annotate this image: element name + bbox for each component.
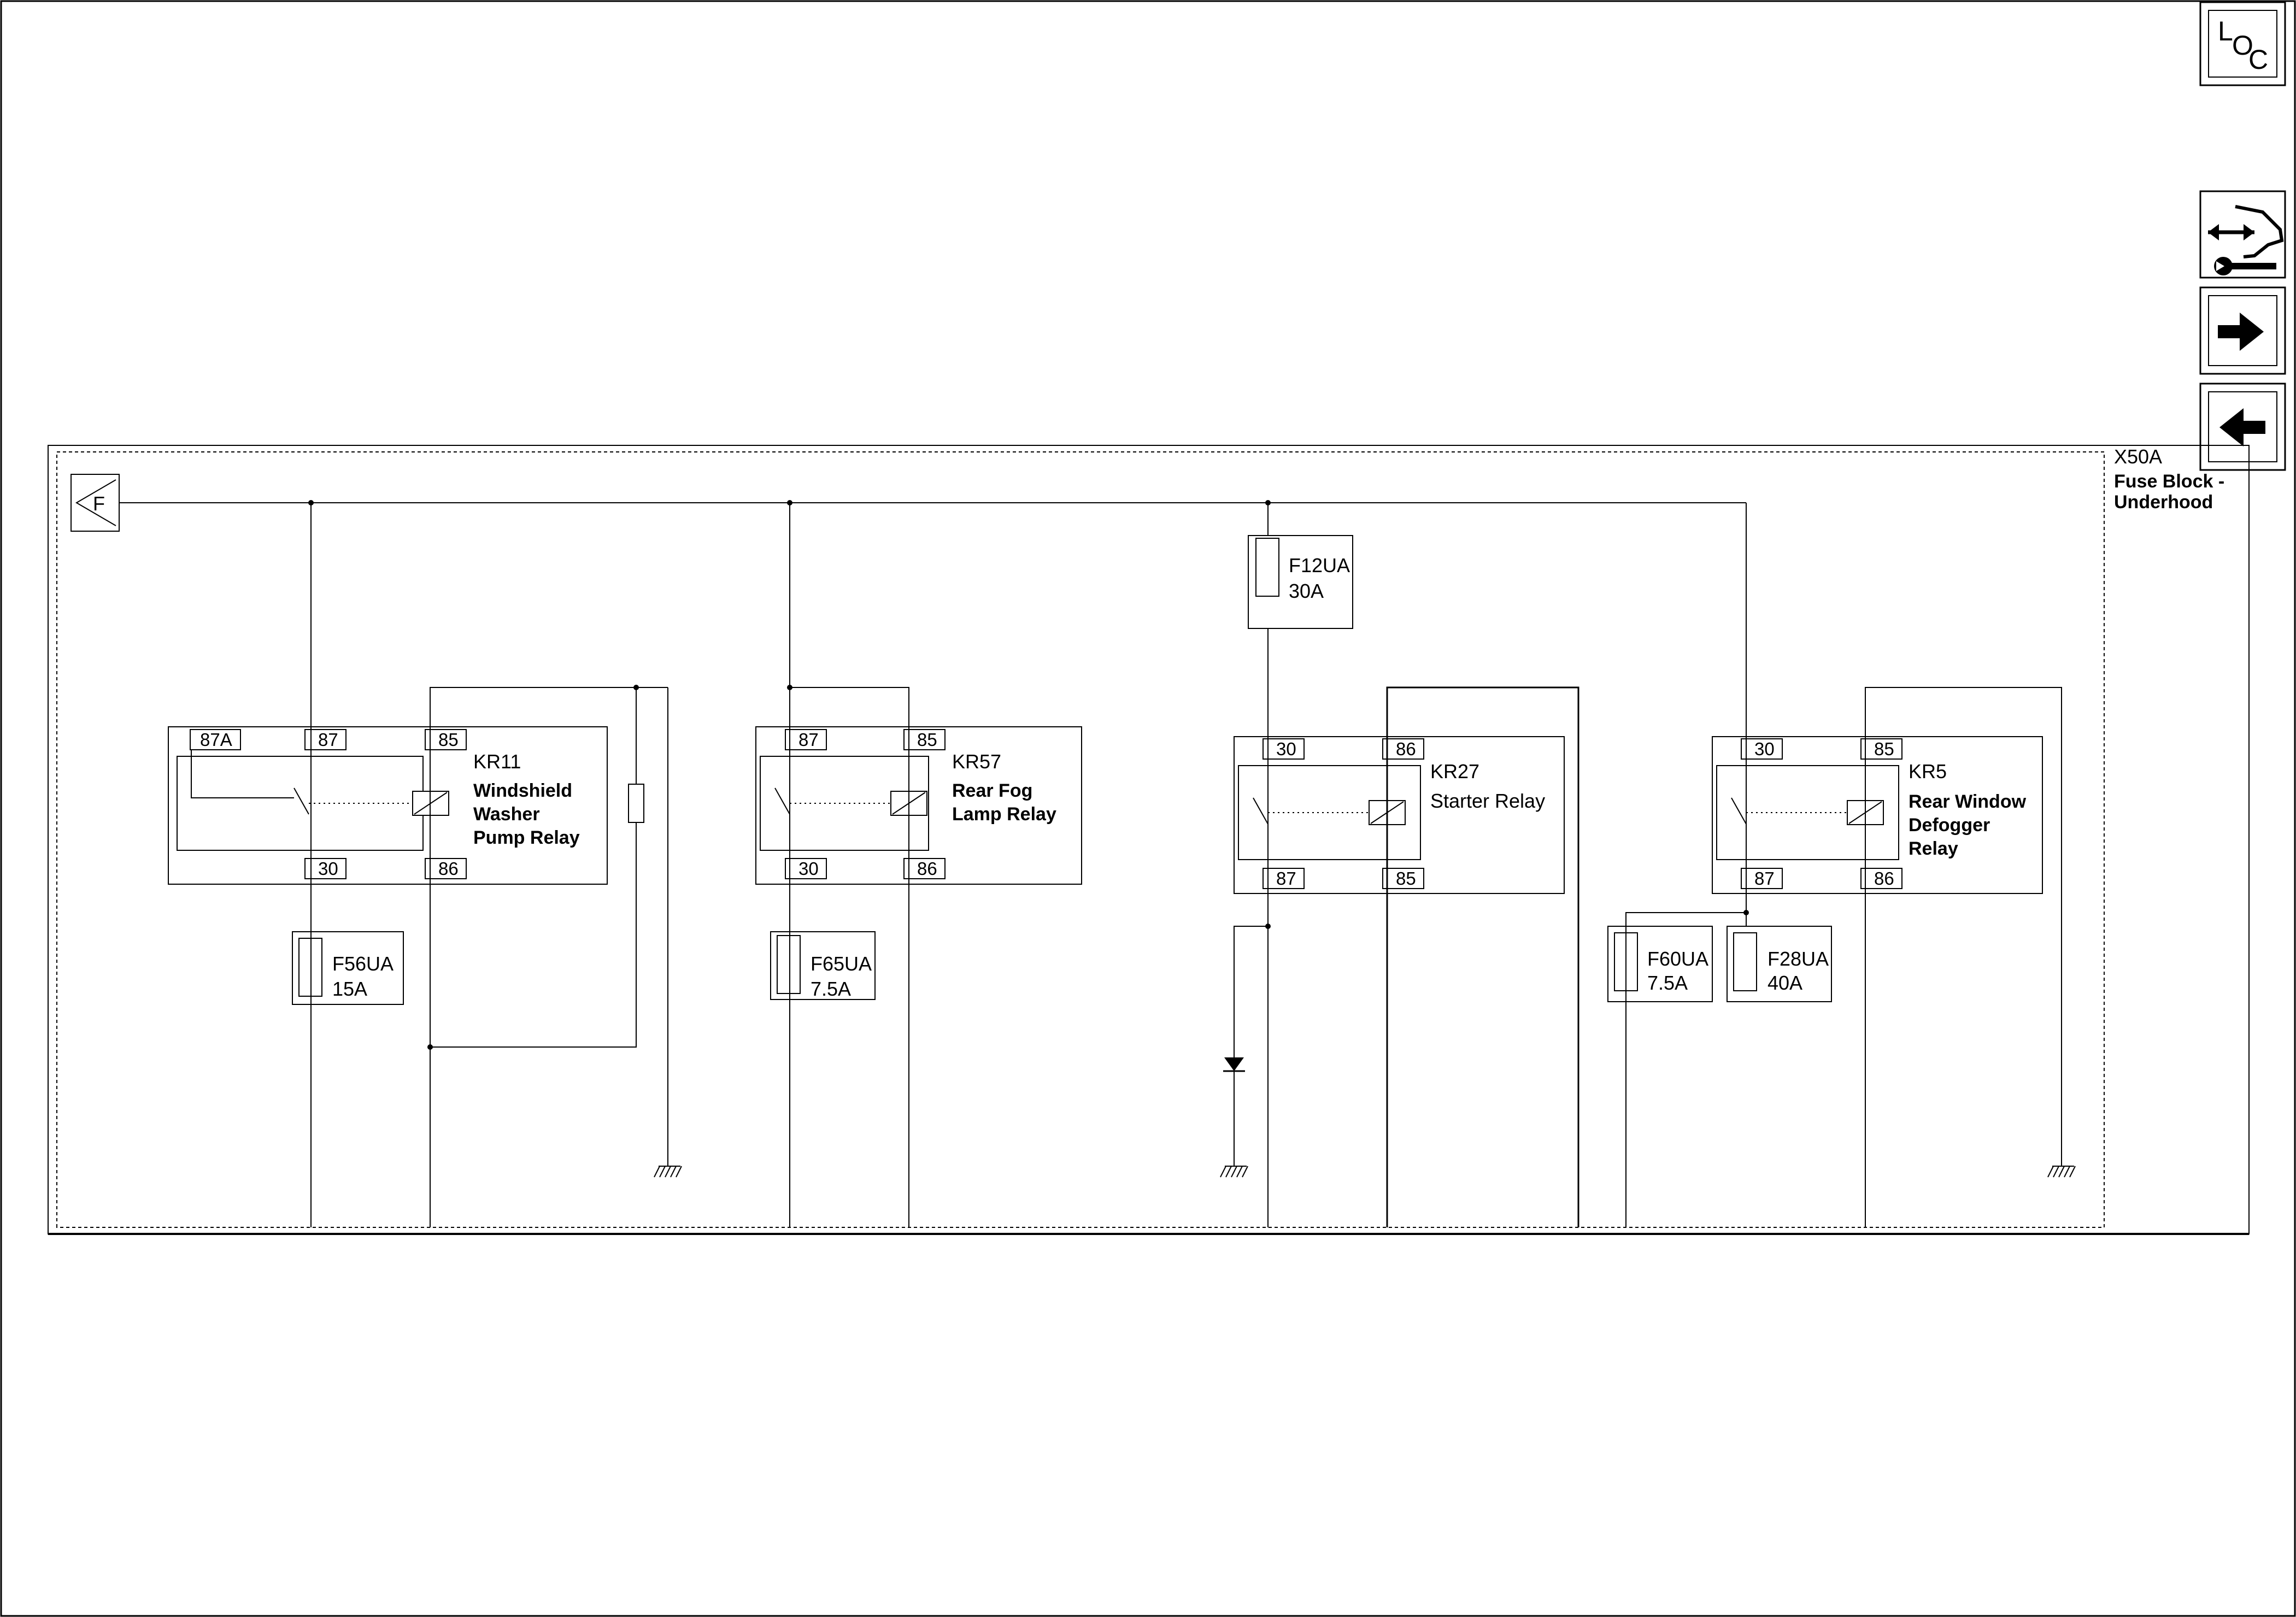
connector-view-button[interactable] <box>2199 190 2286 279</box>
kr5-pin-87: 87 <box>1754 868 1775 889</box>
kr57-name-line2: Lamp Relay <box>952 804 1056 825</box>
f12ua-id: F12UA <box>1289 554 1350 577</box>
kr11-name-line2: Washer <box>473 804 540 825</box>
fuse-f56ua[interactable]: F56UA 15A <box>292 931 404 1005</box>
f65ua-rating: 7.5A <box>811 978 851 1000</box>
relay-kr11[interactable]: 87A 87 85 30 86 KR11 Windshield Washer P… <box>168 726 608 885</box>
arrow-left-icon <box>2219 408 2265 446</box>
kr27-wiring <box>1220 503 1579 1227</box>
connector-wrench-icon <box>2208 205 2284 275</box>
f56ua-id: F56UA <box>332 952 394 975</box>
kr57-pin-86: 86 <box>917 859 937 879</box>
kr57-pin-87: 87 <box>798 730 819 750</box>
fuse-f60ua[interactable]: F60UA 7.5A <box>1607 926 1713 1002</box>
kr11-pin-87: 87 <box>318 730 338 750</box>
kr57-id: KR57 <box>952 750 1001 773</box>
arrow-right-icon <box>2218 313 2264 351</box>
relay-kr27[interactable]: 30 86 87 85 KR27 Starter Relay <box>1234 736 1565 894</box>
kr5-pin-85: 85 <box>1874 739 1894 759</box>
kr5-id: KR5 <box>1909 760 1947 783</box>
kr11-pin-87a: 87A <box>200 730 232 750</box>
kr5-name-line2: Defogger <box>1909 815 1990 836</box>
kr11-pin-86: 86 <box>438 859 459 879</box>
feed-label: F <box>93 492 105 515</box>
fuse-block-id: X50A <box>2114 445 2162 468</box>
kr11-wiring <box>310 503 682 1227</box>
loc-letter-l: L <box>2218 16 2233 46</box>
fuse-block-name-line2: Underhood <box>2114 492 2213 513</box>
kr27-pin-30: 30 <box>1276 739 1296 759</box>
f60ua-rating: 7.5A <box>1647 972 1688 994</box>
loc-button[interactable]: L O C <box>2199 1 2286 86</box>
loc-letter-c: C <box>2248 44 2268 75</box>
fuse-block-name-line1: Fuse Block - <box>2114 471 2224 492</box>
kr57-pin-30: 30 <box>798 859 819 879</box>
fuse-f12ua[interactable]: F12UA 30A <box>1248 535 1353 629</box>
kr11-id: KR11 <box>473 750 521 773</box>
kr11-pin-85: 85 <box>438 730 459 750</box>
kr5-pin-30: 30 <box>1754 739 1775 759</box>
f56ua-rating: 15A <box>332 978 367 1000</box>
kr5-name-line1: Rear Window <box>1909 791 2027 812</box>
kr27-pin-86: 86 <box>1396 739 1416 759</box>
kr57-pin-85: 85 <box>917 730 937 750</box>
f28ua-id: F28UA <box>1767 948 1829 970</box>
kr11-pin-30: 30 <box>318 859 338 879</box>
kr11-name-line1: Windshield <box>473 780 572 801</box>
kr5-name-line3: Relay <box>1909 838 1958 859</box>
relay-kr5[interactable]: 30 85 87 86 KR5 Rear Window Defogger Rel… <box>1712 736 2043 894</box>
kr27-name-line1: Starter Relay <box>1430 790 1545 812</box>
kr57-name-line1: Rear Fog <box>952 780 1032 801</box>
feed-connector[interactable]: F <box>71 474 120 532</box>
relay-kr57[interactable]: 87 85 30 86 KR57 Rear Fog Lamp Relay <box>755 726 1082 885</box>
splice-points <box>308 500 1749 1050</box>
loc-letter-o: O <box>2232 30 2253 61</box>
f60ua-id: F60UA <box>1647 948 1708 970</box>
fuse-f28ua[interactable]: F28UA 40A <box>1727 926 1832 1002</box>
f28ua-rating: 40A <box>1767 972 1802 994</box>
next-page-button[interactable] <box>2199 286 2286 375</box>
kr5-wiring <box>1625 503 2076 1227</box>
kr11-name-line3: Pump Relay <box>473 827 580 848</box>
kr5-pin-86: 86 <box>1874 868 1894 889</box>
fuse-f65ua[interactable]: F65UA 7.5A <box>770 931 876 1000</box>
kr57-wiring <box>789 503 909 1227</box>
kr27-pin-85: 85 <box>1396 868 1416 889</box>
kr27-pin-87: 87 <box>1276 868 1296 889</box>
f12ua-rating: 30A <box>1289 580 1324 602</box>
kr27-id: KR27 <box>1430 760 1479 783</box>
previous-page-button[interactable] <box>2199 383 2286 471</box>
f65ua-id: F65UA <box>811 952 872 975</box>
fuse-block-boundary <box>48 445 2250 1235</box>
